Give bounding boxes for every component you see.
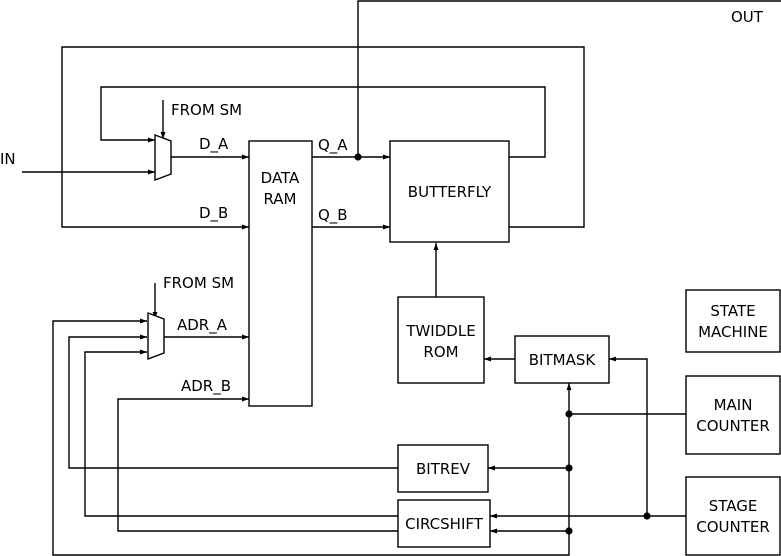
label-out: OUT <box>731 8 764 26</box>
label-from-sm-data: FROM SM <box>171 101 242 119</box>
stage-counter-label-1: STAGE <box>709 497 758 515</box>
wire-stage-counter <box>609 356 686 517</box>
wire-adr-b <box>117 396 398 532</box>
junction-mc-circshift <box>565 527 573 535</box>
twiddle-rom-block: TWIDDLE ROM <box>397 296 485 384</box>
label-q-a: Q_A <box>318 136 348 155</box>
stage-counter-block: STAGE COUNTER <box>685 476 781 556</box>
label-from-sm-addr: FROM SM <box>163 274 234 292</box>
label-d-a: D_A <box>199 135 229 154</box>
twiddle-rom-label-2: ROM <box>423 343 458 361</box>
wire-bf-loop <box>100 86 546 158</box>
address-mux <box>147 311 165 361</box>
wire-circshift-mux <box>84 349 398 517</box>
junction-mc-top <box>565 410 573 418</box>
label-in: IN <box>0 150 16 168</box>
wire-main-counter <box>52 318 686 556</box>
main-counter-label-1: MAIN <box>714 396 753 414</box>
label-adr-a: ADR_A <box>177 316 228 335</box>
butterfly-label: BUTTERFLY <box>408 183 492 201</box>
data-ram-block: DATA RAM <box>248 140 313 407</box>
label-d-b: D_B <box>199 204 228 223</box>
circshift-label: CIRCSHIFT <box>405 515 484 533</box>
bitrev-block: BITREV <box>397 444 489 493</box>
data-mux <box>154 133 172 182</box>
label-adr-b: ADR_B <box>181 377 231 396</box>
wire-d-b <box>61 46 585 230</box>
label-q-b: Q_B <box>318 206 348 225</box>
junction-sc <box>643 512 651 520</box>
state-machine-block: STATE MACHINE <box>685 289 781 353</box>
bitmask-label: BITMASK <box>529 351 597 369</box>
stage-counter-label-2: COUNTER <box>696 518 770 536</box>
state-machine-label-1: STATE <box>710 302 755 320</box>
bitmask-block: BITMASK <box>514 335 610 384</box>
twiddle-rom-label-1: TWIDDLE <box>405 322 475 340</box>
junction-q-a <box>354 153 362 161</box>
junction-mc-bitrev <box>565 464 573 472</box>
butterfly-block: BUTTERFLY <box>389 140 510 243</box>
main-counter-block: MAIN COUNTER <box>685 375 781 455</box>
main-counter-label-2: COUNTER <box>696 417 770 435</box>
data-ram-label-2: RAM <box>263 190 296 208</box>
circshift-block: CIRCSHIFT <box>397 499 491 548</box>
signal-labels: IN OUT FROM SM FROM SM D_A D_B Q_A Q_B A… <box>0 8 764 396</box>
wires <box>22 0 781 556</box>
wire-bitrev-mux <box>68 334 398 469</box>
bitrev-label: BITREV <box>416 460 471 478</box>
wire-out <box>357 0 781 157</box>
state-machine-label-2: MACHINE <box>698 323 768 341</box>
data-ram-label-1: DATA <box>261 169 300 187</box>
